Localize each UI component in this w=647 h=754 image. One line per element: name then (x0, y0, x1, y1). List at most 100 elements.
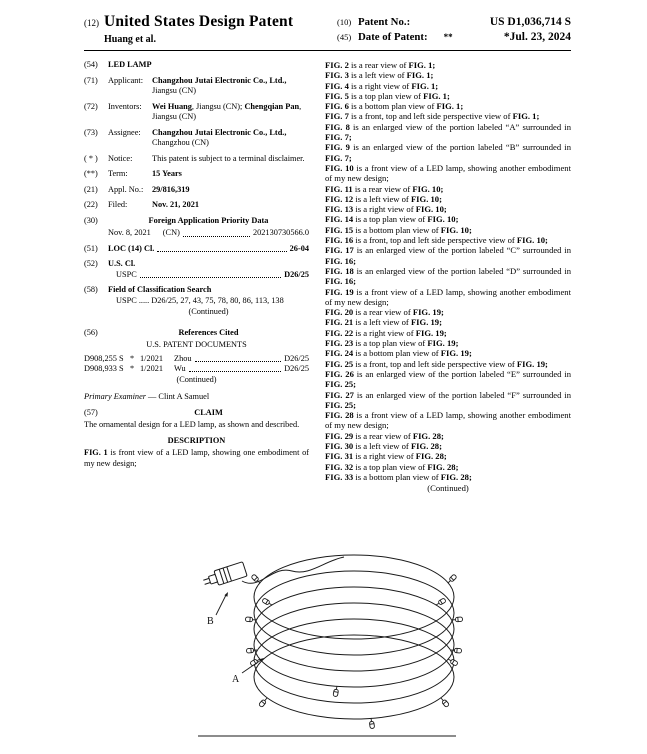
fig-reference: FIG. 10; (427, 214, 459, 225)
figure-description-line: FIG. 10 is a front view of a LED lamp, s… (325, 163, 571, 184)
fig-reference: FIG. 28; (427, 461, 459, 472)
reference-date: 1/2021 (140, 363, 164, 373)
reference-number: D908,255 S (84, 353, 124, 363)
reference-star: * (130, 363, 135, 373)
figure-description-line: FIG. 13 is a right view of FIG. 10; (325, 204, 571, 214)
fig-number: FIG. 17 (325, 245, 354, 256)
reference-name: Wu (174, 363, 186, 373)
us-cl-label: U.S. Cl. (108, 259, 136, 268)
appl-no-label: Appl. No.: (108, 184, 144, 194)
figure-description-line: FIG. 19 is a front view of a LED lamp, s… (325, 287, 571, 308)
fig-reference: FIG. 19; (415, 327, 447, 338)
fig-reference: FIG. 1; (512, 111, 540, 122)
fig-number: FIG. 2 (325, 60, 349, 70)
fig-text: is a left view of (348, 70, 407, 81)
primary-examiner-line: Primary Examiner — Clint A Samuel (84, 392, 309, 403)
primary-examiner-label: Primary Examiner (84, 392, 146, 402)
figure-description-line: FIG. 33 is a bottom plan view of FIG. 28… (325, 472, 571, 482)
power-connector (202, 561, 247, 586)
inid-code-52: (52) (84, 259, 98, 268)
notice-label: Notice: (108, 153, 133, 163)
fig-text: is a left view of (353, 317, 411, 328)
figure-description-line: FIG. 17 is an enlarged view of the porti… (325, 245, 571, 266)
fig-text: is a rear view of (352, 183, 413, 194)
date-of-patent-label: Date of Patent: (358, 31, 428, 43)
fig-text: is a bottom plan view of (353, 224, 441, 235)
fig-reference: FIG. 10; (412, 183, 444, 194)
fig-reference: FIG. 7; (325, 152, 352, 163)
fig-number: FIG. 4 (325, 80, 349, 91)
fig-text: is an enlarged view of the portion label… (353, 389, 571, 400)
dot-leader (157, 251, 287, 252)
left-column: (54) LED LAMP (71) Applicant: Changzhou … (84, 60, 309, 528)
fig-text: is a left view of (353, 440, 411, 451)
notice-asterisk: ( * ) (84, 153, 98, 163)
dot-leader (182, 235, 250, 237)
term-value: 15 Years (152, 169, 182, 178)
fig-text: is a front view of a LED lamp, showing a… (325, 410, 571, 431)
fig-text: is a front, top and left side perspectiv… (353, 358, 517, 369)
fig-text: is a right view of (353, 204, 416, 215)
figure-description-line: FIG. 11 is a rear view of FIG. 10; (325, 184, 571, 194)
inid-code-45: (45) (337, 32, 352, 42)
figure-description-line: FIG. 14 is a top plan view of FIG. 10; (325, 214, 571, 224)
primary-examiner-name: — Clint A Samuel (145, 392, 210, 402)
fig-reference: FIG. 19; (427, 338, 459, 349)
date-of-patent: *Jul. 23, 2024 (503, 31, 571, 43)
figure-description-line: FIG. 31 is a right view of FIG. 28; (325, 451, 571, 461)
reference-name: Zhou (174, 353, 192, 363)
fig-reference: FIG. 1; (423, 90, 450, 101)
inid-code-54: (54) (84, 60, 98, 69)
section-51-loc-cl: (51) LOC (14) Cl. 26-04 (84, 244, 309, 255)
fig-text: is a right view of (353, 327, 416, 338)
inid-code-10: (10) (337, 17, 352, 27)
figure-description-line: FIG. 32 is a top plan view of FIG. 28; (325, 462, 571, 472)
figure-description-list: FIG. 2 is a rear view of FIG. 1; FIG. 3 … (325, 60, 571, 482)
header-right: (10) Patent No.: US D1,036,714 S (45) Da… (337, 13, 571, 45)
fig-number: FIG. 16 (325, 235, 354, 246)
notice-text: This patent is subject to a terminal dis… (152, 153, 305, 163)
fig-reference: FIG. 1; (408, 60, 436, 70)
fig-number: FIG. 10 (325, 162, 354, 173)
fig-number: FIG. 5 (325, 90, 349, 101)
figure-description-line: FIG. 3 is a left view of FIG. 1; (325, 70, 571, 80)
fig-number: FIG. 24 (325, 348, 354, 359)
section-57-claim: (57) CLAIM (84, 408, 309, 419)
assignee-label: Assignee: (108, 127, 141, 137)
fig-text: is a top plan view of (348, 90, 424, 101)
reference-class: D26/25 (284, 353, 309, 363)
dot-leader (194, 360, 282, 362)
document-title: United States Design Patent (104, 13, 294, 30)
section-72-inventors: (72) Inventors: Wei Huang, Jiangsu (CN);… (84, 102, 309, 123)
fig-number: FIG. 13 (325, 204, 354, 215)
fig-number: FIG. 29 (325, 430, 354, 441)
section-term: (**) Term: 15 Years (84, 169, 309, 180)
description-heading: DESCRIPTION (167, 435, 226, 445)
applicant-label: Applicant: (108, 75, 144, 85)
fig-reference: FIG. 25; (325, 379, 357, 390)
header-divider (84, 50, 571, 51)
fig-number: FIG. 23 (325, 338, 354, 349)
fig-number: FIG. 19 (325, 286, 354, 297)
fig-reference: FIG. 7; (325, 132, 352, 143)
fig-number: FIG. 7 (325, 111, 349, 122)
section-73-assignee: (73) Assignee: Changzhou Jutai Electroni… (84, 128, 309, 149)
patent-drawing: B A (84, 531, 571, 743)
fig-reference: FIG. 28; (415, 451, 447, 462)
figure-description-line: FIG. 21 is a left view of FIG. 19; (325, 317, 571, 327)
fig-number: FIG. 28 (325, 410, 354, 421)
fig-reference: FIG. 1; (436, 101, 464, 112)
figure-description-line: FIG. 30 is a left view of FIG. 28; (325, 441, 571, 451)
fig-reference: FIG. 19; (412, 307, 444, 318)
claim-text: The ornamental design for a LED lamp, as… (84, 420, 300, 430)
field-search-heading: Field of Classification Search (108, 285, 212, 294)
fig-number: FIG. 21 (325, 317, 354, 328)
fig-number: FIG. 26 (325, 368, 354, 379)
right-column: FIG. 2 is a rear view of FIG. 1; FIG. 3 … (325, 60, 571, 528)
fig-text: is a right view of (348, 80, 412, 91)
section-58-field-search: (58) Field of Classification Search USPC… (84, 285, 309, 323)
us-cl-value: D26/25 (284, 269, 309, 279)
header: (12) United States Design Patent Huang e… (84, 13, 571, 45)
fig-number: FIG. 27 (325, 389, 354, 400)
fig-number: FIG. 25 (325, 358, 354, 369)
